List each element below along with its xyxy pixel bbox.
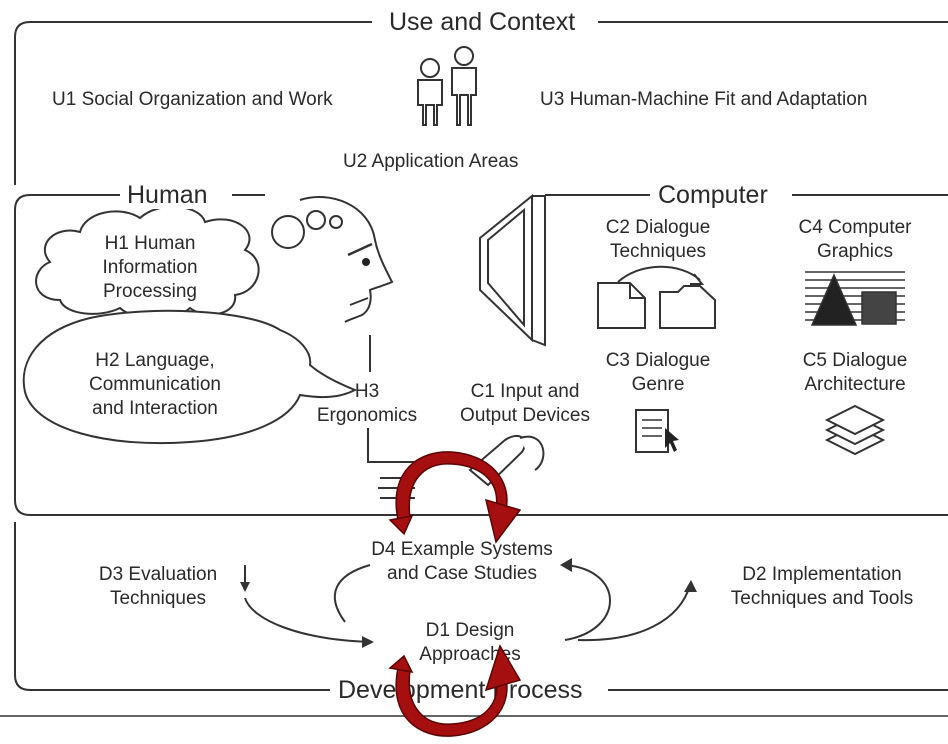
development-heading: Development Process (332, 676, 589, 704)
d4-to-d1-arrow (333, 564, 371, 623)
desk-icon (367, 428, 430, 463)
thought-bubble-large (271, 215, 305, 249)
u2-label: U2 Application Areas (343, 151, 519, 172)
d1-to-d4-arrow-head (560, 558, 572, 572)
mouse-icon (468, 434, 545, 487)
d3-to-d1-arrow-head (362, 636, 374, 648)
transition-arrow (617, 265, 701, 283)
graphics-icon (805, 271, 905, 326)
layers-icon (824, 404, 886, 456)
monitor-icon (479, 193, 546, 347)
u1-label: U1 Social Organization and Work (52, 89, 333, 110)
transition-arrow-head (690, 273, 705, 285)
head-profile-icon (299, 195, 394, 323)
use-context-frame (14, 21, 948, 185)
genre-document-icon (635, 409, 679, 453)
speech-bubble (22, 309, 358, 445)
document-icon (597, 282, 646, 329)
d1-to-d2-arrow (577, 584, 691, 642)
folder-icon (659, 285, 716, 329)
human-heading: Human (121, 181, 214, 209)
use-context-heading: Use and Context (383, 8, 582, 36)
mouth (349, 297, 369, 306)
development-frame (14, 522, 948, 691)
eyebrow (347, 242, 373, 257)
thought-bubble-medium (306, 210, 326, 230)
hand-icon (378, 477, 415, 499)
thought-bubble-small (329, 215, 343, 229)
eye (362, 258, 370, 266)
computer-heading: Computer (652, 181, 774, 209)
human-frame (14, 194, 948, 516)
d1-to-d4-arrow (564, 564, 611, 641)
people-icon (417, 46, 477, 126)
u3-label: U3 Human-Machine Fit and Adaptation (540, 89, 868, 110)
d3-down-arrow-head (240, 582, 250, 592)
d1-to-d2-arrow-head (684, 580, 697, 592)
d3-to-d1-arrow (244, 597, 373, 643)
